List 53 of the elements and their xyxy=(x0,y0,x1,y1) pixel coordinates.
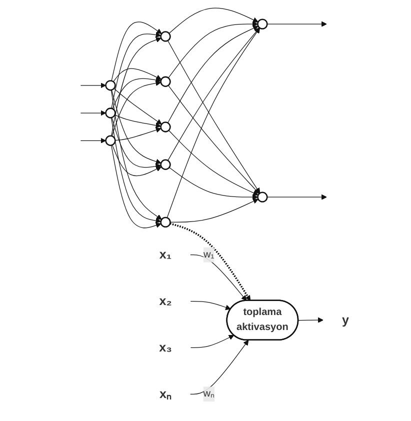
arrow xyxy=(114,114,162,128)
node-text: xₙ xyxy=(160,387,172,402)
arrow xyxy=(111,90,162,164)
arrow xyxy=(190,300,232,310)
arrow xyxy=(112,117,162,169)
node-circle xyxy=(160,122,171,132)
arrow xyxy=(112,77,162,110)
arrow xyxy=(266,21,327,27)
node-circle xyxy=(105,80,116,91)
edge-label: w₁ xyxy=(204,249,214,260)
arrow xyxy=(80,138,106,144)
arrow xyxy=(190,335,234,348)
arrow xyxy=(168,8,259,34)
arrow xyxy=(80,110,106,116)
arrow xyxy=(111,32,162,109)
arrow xyxy=(112,80,162,136)
arrow xyxy=(168,21,258,78)
arrow xyxy=(111,90,162,220)
arrow xyxy=(170,198,259,223)
node-circle xyxy=(160,159,171,170)
node-circle xyxy=(160,76,171,87)
node-circle xyxy=(105,135,116,146)
arrow xyxy=(168,130,259,196)
arrow xyxy=(111,144,162,228)
arrow xyxy=(111,22,162,82)
arrow xyxy=(114,88,162,125)
arrow xyxy=(111,117,162,224)
node-text: x₁ xyxy=(160,248,172,262)
node-circle xyxy=(105,108,116,118)
node-text: x₂ xyxy=(159,294,172,308)
node-circle xyxy=(257,18,268,30)
arrow xyxy=(190,254,247,301)
arrow xyxy=(114,127,162,141)
arrow xyxy=(169,167,258,200)
arrow xyxy=(298,317,324,323)
arrow xyxy=(166,28,260,218)
node-text: x₃ xyxy=(159,340,172,355)
arrow xyxy=(113,68,162,82)
arrow xyxy=(170,222,251,301)
arrow xyxy=(112,144,162,176)
arrow xyxy=(168,26,259,124)
arrow xyxy=(80,82,106,88)
edge-label: wₙ xyxy=(203,388,214,400)
node-circle xyxy=(160,31,171,42)
node-text: y xyxy=(342,313,350,327)
node-circle xyxy=(257,192,268,202)
arrow xyxy=(111,37,162,136)
arrow xyxy=(190,340,249,394)
arrow xyxy=(266,194,327,200)
arrow xyxy=(168,40,260,194)
arrow xyxy=(168,27,260,161)
node-circle xyxy=(160,216,171,228)
arrow xyxy=(168,85,260,194)
